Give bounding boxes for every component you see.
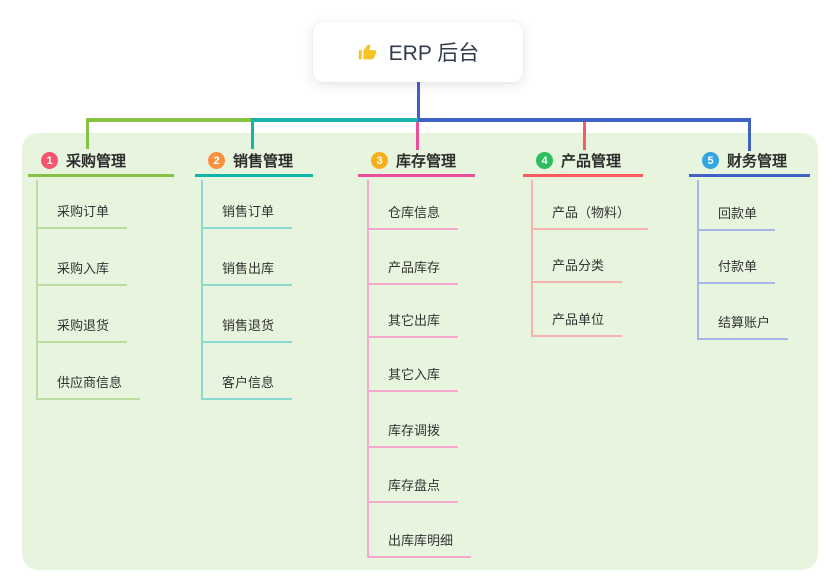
branch-item[interactable]: 销售出库 (201, 260, 293, 286)
branch-connector-line (367, 180, 369, 558)
branch-header-3[interactable]: 3 库存管理 (358, 147, 475, 177)
branch-number-badge: 4 (536, 152, 553, 169)
connector-line (86, 118, 89, 149)
branch-label: 采购管理 (66, 153, 127, 170)
connector-line (418, 118, 751, 122)
connector-line (417, 82, 420, 118)
branch-item[interactable]: 产品分类 (531, 257, 623, 283)
root-title: ERP 后台 (388, 42, 480, 65)
branch-number-badge: 1 (41, 152, 58, 169)
branch-connector-line (36, 180, 38, 400)
branch-connector-line (531, 180, 533, 337)
branch-item[interactable]: 采购入库 (36, 260, 128, 286)
connector-line (416, 122, 419, 150)
branch-item[interactable]: 销售订单 (201, 203, 293, 229)
branch-header-1[interactable]: 1 采购管理 (28, 147, 174, 177)
branch-item[interactable]: 付款单 (697, 258, 776, 284)
connector-line (748, 118, 751, 151)
branch-item[interactable]: 产品（物料） (531, 204, 649, 230)
branch-item[interactable]: 采购订单 (36, 203, 128, 229)
connector-line (86, 118, 253, 122)
branch-item[interactable]: 其它出库 (367, 312, 459, 338)
branch-item[interactable]: 产品单位 (531, 311, 623, 337)
branch-label: 财务管理 (727, 153, 788, 170)
connector-line (583, 122, 586, 150)
branch-item[interactable]: 库存盘点 (367, 477, 459, 503)
thumbs-up-icon (357, 41, 379, 63)
connector-line (251, 118, 254, 149)
branch-item[interactable]: 采购退货 (36, 317, 128, 343)
branch-number-badge: 2 (208, 152, 225, 169)
branch-item[interactable]: 回款单 (697, 205, 776, 231)
branch-item[interactable]: 产品库存 (367, 259, 459, 285)
branch-label: 库存管理 (396, 153, 457, 170)
branch-header-2[interactable]: 2 销售管理 (195, 147, 313, 177)
branch-item[interactable]: 库存调拨 (367, 422, 459, 448)
branch-label: 销售管理 (233, 153, 294, 170)
branch-label: 产品管理 (561, 153, 622, 170)
branch-number-badge: 5 (702, 152, 719, 169)
branch-connector-line (697, 180, 699, 340)
branch-header-4[interactable]: 4 产品管理 (523, 147, 643, 177)
branch-item[interactable]: 供应商信息 (36, 374, 141, 400)
branches-panel (22, 133, 818, 570)
root-node-erp[interactable]: ERP 后台 (313, 22, 523, 82)
branch-item[interactable]: 仓库信息 (367, 204, 459, 230)
branch-item[interactable]: 销售退货 (201, 317, 293, 343)
connector-line (253, 118, 418, 122)
branch-item[interactable]: 结算账户 (697, 314, 789, 340)
branch-header-5[interactable]: 5 财务管理 (689, 147, 810, 177)
branch-number-badge: 3 (371, 152, 388, 169)
branch-connector-line (201, 180, 203, 400)
branch-item[interactable]: 客户信息 (201, 374, 293, 400)
branch-item[interactable]: 出库库明细 (367, 532, 472, 558)
branch-item[interactable]: 其它入库 (367, 366, 459, 392)
